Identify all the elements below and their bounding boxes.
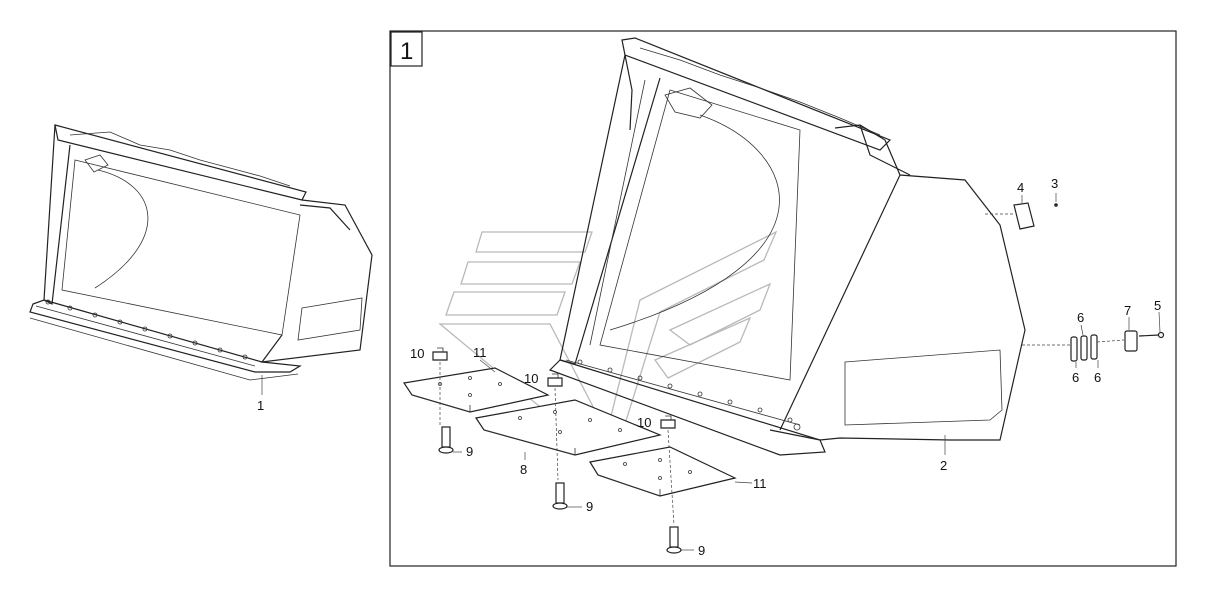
callout-edge-segment-right: 11 [753, 476, 767, 491]
part-pin-3 [1054, 193, 1058, 207]
callout-edge-segment-top: 11 [473, 345, 487, 360]
callout-bucket-body: 2 [940, 458, 947, 473]
leader-edge-segment-top [479, 359, 496, 373]
callout-nut-left: 10 [410, 346, 424, 361]
callout-part-3: 3 [1051, 176, 1058, 191]
callout-part-7: 7 [1124, 303, 1131, 318]
bucket-body [548, 37, 1026, 456]
callout-part-6-right: 6 [1094, 370, 1101, 385]
bolt-left [438, 426, 462, 454]
callout-bolt-middle: 9 [586, 499, 593, 514]
detail-frame-number-box [390, 31, 423, 67]
detail-frame [389, 30, 1177, 567]
nut-right [660, 415, 676, 526]
callout-nut-right: 10 [637, 415, 651, 430]
callout-part-5: 5 [1154, 298, 1161, 313]
callout-part-4: 4 [1017, 180, 1024, 195]
detail-frame-number: 1 [400, 38, 413, 65]
cutting-edge-middle [474, 399, 662, 460]
callout-nut-middle: 10 [524, 371, 538, 386]
overview-bucket: 1 [29, 124, 373, 413]
edge-segment-right [589, 446, 753, 497]
overview-callout: 1 [257, 398, 264, 413]
callout-part-6-top: 6 [1077, 310, 1084, 325]
callout-bolt-left: 9 [466, 444, 473, 459]
callout-bolt-right: 9 [698, 543, 705, 558]
nut-left [432, 347, 448, 425]
callout-cutting-edge: 8 [520, 462, 527, 477]
nut-middle [547, 373, 563, 481]
shim-group [1022, 311, 1165, 368]
bolt-middle [552, 482, 582, 510]
part-plate-4 [985, 195, 1035, 230]
bolt-right [666, 526, 694, 554]
callout-part-6-left: 6 [1072, 370, 1079, 385]
watermark-logo [438, 230, 778, 441]
